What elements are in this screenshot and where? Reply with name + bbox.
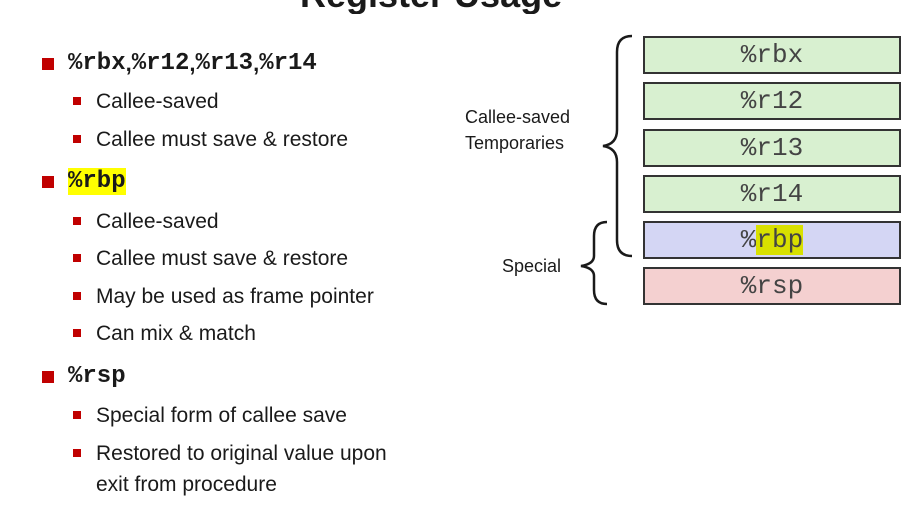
separator: , xyxy=(125,50,132,76)
sub-bullet-text: Callee must save & restore xyxy=(96,128,349,151)
separator: , xyxy=(189,50,196,76)
sub-bullet: Callee-saved xyxy=(73,206,219,237)
register-box-rbp: %rbp xyxy=(643,221,901,259)
sub-bullet: Special form of callee save xyxy=(73,400,347,431)
sub-bullet-text: Callee-saved xyxy=(96,90,219,113)
bullet-square-icon xyxy=(42,370,54,383)
bullet-square-icon xyxy=(73,135,81,143)
reg-rbx-text: %rbx xyxy=(68,50,126,77)
bullet-square-icon xyxy=(73,97,81,105)
bullet-rbp: %rbp xyxy=(42,168,126,195)
sub-bullet: Callee-saved xyxy=(73,86,219,117)
special-brace-icon xyxy=(580,220,608,306)
register-box-r12: %r12 xyxy=(643,82,901,120)
bullet-callee-regs: %rbx, %r12, %r13, %r14 xyxy=(42,50,317,77)
register-box-r14: %r14 xyxy=(643,175,901,213)
sub-bullet: Callee must save & restore xyxy=(73,124,348,155)
slide-title: Register Usage xyxy=(300,0,620,14)
bullet-square-icon xyxy=(73,411,81,419)
register-box-r13: %r13 xyxy=(643,129,901,167)
separator: , xyxy=(253,50,260,76)
sub-bullet: May be used as frame pointer xyxy=(73,281,374,312)
reg-rbp-text: %rbp xyxy=(68,168,126,195)
bullet-rsp: %rsp xyxy=(42,363,126,390)
sub-bullet-text: Can mix & match xyxy=(96,322,256,345)
callee-saved-brace-icon xyxy=(602,34,633,258)
bullet-square-icon xyxy=(73,329,81,337)
reg-rsp-text: %rsp xyxy=(68,363,126,390)
register-box-rsp: %rsp xyxy=(643,267,901,305)
bullet-square-icon xyxy=(73,254,81,262)
sub-bullet: Can mix & match xyxy=(73,318,256,349)
register-box-rbx: %rbx xyxy=(643,36,901,74)
sub-bullet-text: May be used as frame pointer xyxy=(96,285,374,308)
special-group-label: Special xyxy=(502,256,562,276)
bullet-square-icon xyxy=(73,292,81,300)
sub-bullet-text: Callee-saved xyxy=(96,210,219,233)
reg-r12-text: %r12 xyxy=(131,50,190,77)
bullet-square-icon xyxy=(73,449,81,457)
sub-bullet-text: Special form of callee save xyxy=(96,404,347,427)
bullet-square-icon xyxy=(42,57,54,70)
sub-bullet: Callee must save & restore xyxy=(73,243,348,274)
reg-r13-text: %r13 xyxy=(195,50,254,77)
bullet-square-icon xyxy=(42,175,54,188)
reg-r14-text: %r14 xyxy=(259,50,317,77)
sub-bullet-text: Callee must save & restore xyxy=(96,247,349,270)
bullet-square-icon xyxy=(73,217,81,225)
